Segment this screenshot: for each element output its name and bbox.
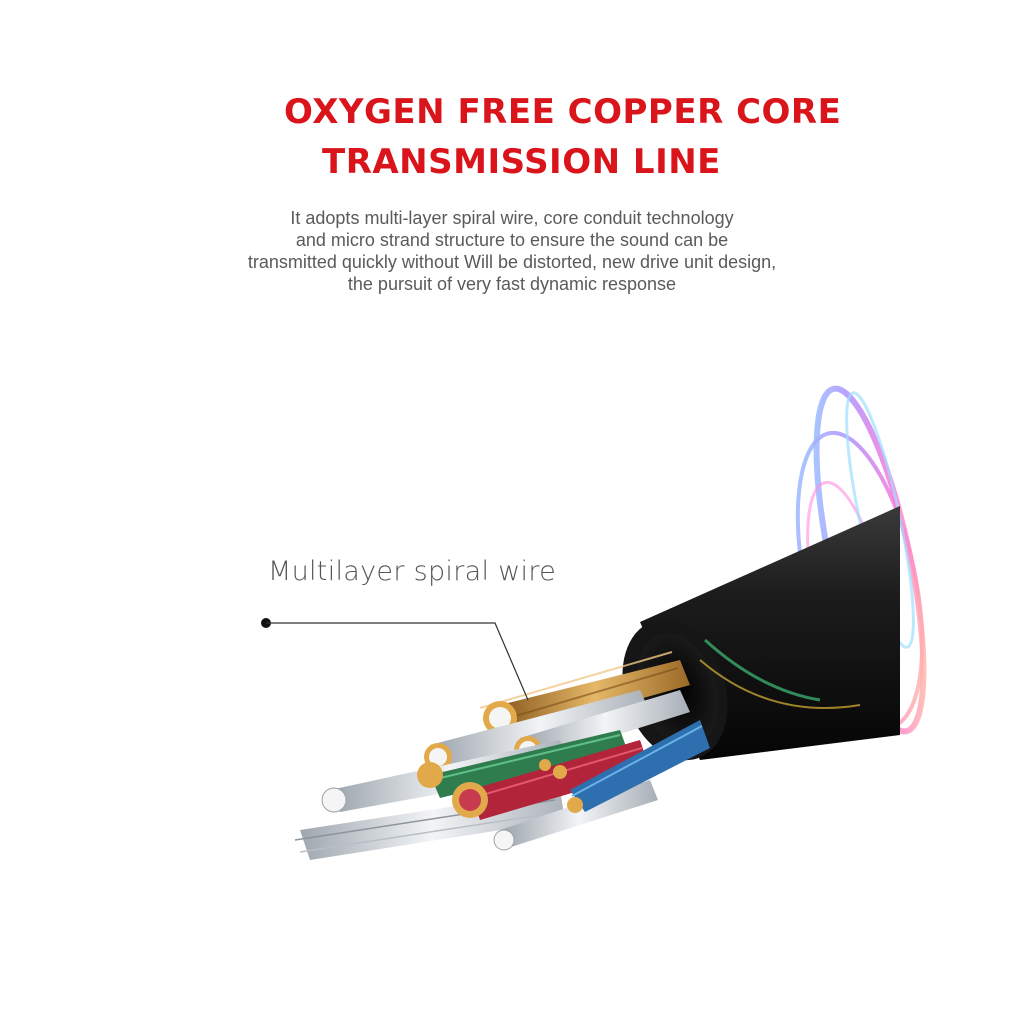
blue-conductor (539, 720, 710, 813)
cable-cross-section-illustration (261, 385, 927, 860)
description-line-1: It adopts multi-layer spiral wire, core … (290, 208, 734, 228)
description-line-2: and micro strand structure to ensure the… (295, 230, 729, 250)
red-conductor (452, 740, 650, 820)
green-conductor (417, 730, 628, 798)
cable-jacket (622, 506, 900, 761)
description-line-3: transmitted quickly without Will be dist… (247, 252, 777, 272)
feature-description: It adopts multi-layer spiral wire, core … (200, 207, 824, 295)
headline-line-2: TRANSMISSION LINE (322, 142, 721, 182)
headline-line-1: OXYGEN FREE COPPER CORE (284, 92, 842, 132)
description-line-4: the pursuit of very fast dynamic respons… (347, 274, 677, 294)
callout-label: Multilayer spiral wire (268, 556, 557, 587)
callout-pointer (261, 618, 529, 701)
